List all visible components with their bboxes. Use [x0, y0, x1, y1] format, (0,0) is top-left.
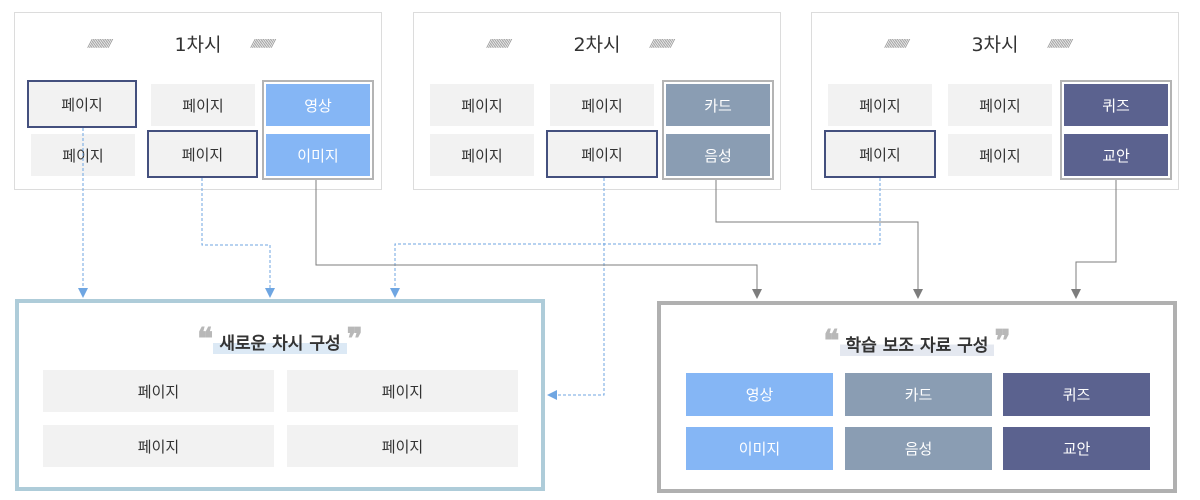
connector-s3p3-new — [390, 178, 881, 298]
session-2-page-3[interactable]: 페이지 — [430, 134, 534, 176]
session-2-hatch-left: ///////////// — [487, 37, 511, 50]
session-3-page-1[interactable]: 페이지 — [828, 84, 932, 126]
open-quote-icon: ❝ — [823, 324, 840, 359]
session-1-page-1[interactable]: 페이지 — [27, 80, 137, 128]
connector-s2p4-new — [547, 178, 605, 400]
session-3-media-lesson-plan[interactable]: 교안 — [1064, 134, 1168, 176]
session-3-page-3[interactable]: 페이지 — [824, 130, 936, 178]
connector-s2media-materials — [715, 180, 923, 299]
session-3-page-4[interactable]: 페이지 — [948, 134, 1052, 176]
session-2-title: 2차시 — [573, 34, 621, 56]
material-quiz[interactable]: 퀴즈 — [1003, 373, 1150, 416]
material-audio[interactable]: 음성 — [845, 427, 992, 470]
session-3-hatch-right: ///////////// — [1048, 37, 1072, 50]
session-2-media-audio[interactable]: 음성 — [666, 134, 770, 176]
session-1-hatch-right: ///////////// — [251, 37, 275, 50]
session-2-page-2[interactable]: 페이지 — [550, 84, 654, 126]
session-3-hatch-left: ///////////// — [885, 37, 909, 50]
new-session-page-4[interactable]: 페이지 — [287, 425, 518, 467]
session-3-media-group — [1060, 80, 1172, 180]
session-1-title: 1차시 — [174, 34, 222, 56]
session-1-media-group — [262, 80, 374, 180]
new-session-page-3[interactable]: 페이지 — [43, 425, 274, 467]
material-lesson-plan[interactable]: 교안 — [1003, 427, 1150, 470]
new-session-title-row: ❝ 새로운 차시 구성 ❞ — [15, 322, 545, 357]
session-1-media-video[interactable]: 영상 — [266, 84, 370, 126]
session-2-page-4[interactable]: 페이지 — [546, 130, 658, 178]
close-quote-icon: ❞ — [346, 322, 363, 357]
material-video[interactable]: 영상 — [686, 373, 833, 416]
new-session-page-2[interactable]: 페이지 — [287, 370, 518, 412]
close-quote-icon: ❞ — [994, 324, 1011, 359]
session-1-page-2[interactable]: 페이지 — [151, 84, 255, 126]
session-2-page-1[interactable]: 페이지 — [430, 84, 534, 126]
connector-s1media-materials — [315, 180, 762, 299]
session-2-media-card[interactable]: 카드 — [666, 84, 770, 126]
new-session-title: 새로운 차시 구성 — [213, 328, 347, 354]
material-card[interactable]: 카드 — [845, 373, 992, 416]
material-image[interactable]: 이미지 — [686, 427, 833, 470]
session-3-title: 3차시 — [971, 34, 1019, 56]
materials-title: 학습 보조 자료 구성 — [839, 330, 995, 356]
materials-title-row: ❝ 학습 보조 자료 구성 ❞ — [657, 324, 1177, 359]
session-2-hatch-right: ///////////// — [650, 37, 674, 50]
session-3-page-2[interactable]: 페이지 — [948, 84, 1052, 126]
open-quote-icon: ❝ — [197, 322, 214, 357]
session-1-page-4[interactable]: 페이지 — [147, 130, 258, 178]
new-session-page-1[interactable]: 페이지 — [43, 370, 274, 412]
session-1-hatch-left: ///////////// — [88, 37, 112, 50]
session-2-media-group — [662, 80, 774, 180]
session-3-media-quiz[interactable]: 퀴즈 — [1064, 84, 1168, 126]
session-1-media-image[interactable]: 이미지 — [266, 134, 370, 176]
connector-s1p4-new — [201, 178, 275, 298]
connector-s3media-materials — [1071, 180, 1117, 299]
